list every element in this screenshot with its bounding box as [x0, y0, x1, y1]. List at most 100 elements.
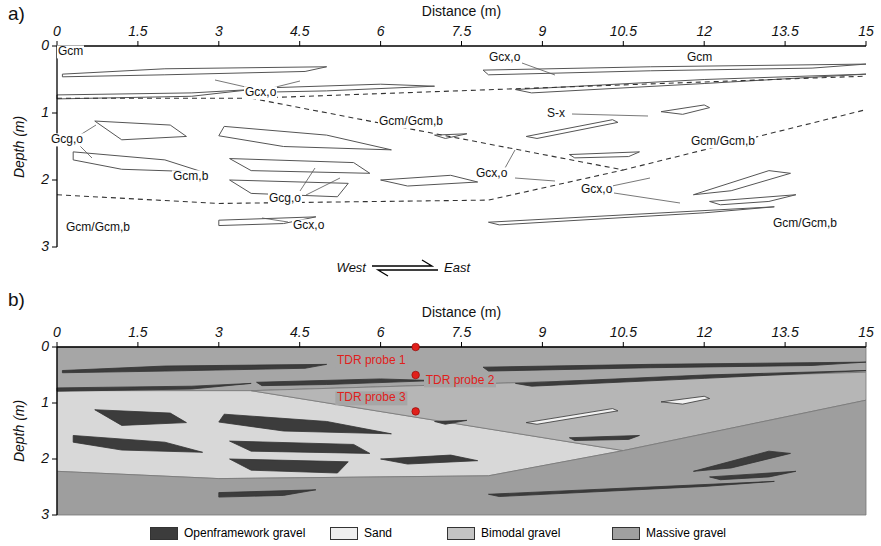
legend-text: Sand: [364, 526, 392, 540]
tick-label: 3: [41, 507, 49, 522]
axt-label: Depth (m): [12, 400, 27, 462]
leader-line: [522, 63, 555, 75]
tick-mark: [52, 113, 57, 114]
tick-label: 1: [41, 395, 49, 410]
tick-label: 15: [858, 24, 874, 39]
legend-item: Bimodal gravel: [447, 526, 560, 540]
lens-fill: [230, 441, 370, 453]
lens-fill: [515, 371, 866, 387]
lens-fill: [73, 435, 202, 452]
tick-mark: [299, 342, 300, 347]
tick-mark: [137, 41, 138, 46]
lens-fill: [95, 410, 187, 426]
tick-mark: [866, 342, 867, 347]
lens-outline: [710, 195, 796, 205]
direction-arrow: [378, 270, 438, 276]
lens-fill: [569, 435, 639, 440]
lens-outline: [661, 105, 710, 114]
tick-label: 12: [696, 24, 712, 39]
tick-label: 7.5: [452, 325, 471, 340]
leader-line: [262, 218, 288, 222]
lens-fill: [219, 490, 316, 497]
tick-label: 6: [377, 325, 385, 340]
reg-label: Gcg,o: [268, 192, 302, 205]
tick-label: 4.5: [290, 24, 309, 39]
legend-text: Openframework gravel: [184, 526, 305, 540]
leader-line: [572, 114, 648, 116]
lens-fill: [230, 459, 349, 473]
lens-outline: [57, 90, 251, 99]
tick-mark: [704, 41, 705, 46]
tick-label: 13.5: [771, 24, 798, 39]
lens-fill: [710, 471, 796, 479]
tick-label: 9: [538, 325, 546, 340]
reg-label: Gcx,o: [580, 183, 613, 196]
tick-mark: [785, 342, 786, 347]
legend-item: Openframework gravel: [150, 526, 305, 540]
axt-label: Distance (m): [422, 305, 501, 320]
tick-label: 12: [696, 325, 712, 340]
panel-b: [52, 342, 866, 515]
tick-label: 4.5: [290, 325, 309, 340]
axt-label: Depth (m): [12, 115, 27, 177]
lens-outline: [95, 121, 187, 140]
legend-text: Massive gravel: [646, 526, 726, 540]
lens-outline: [515, 74, 866, 93]
tick-label: 0: [41, 38, 49, 53]
panel-label: a): [8, 4, 25, 25]
tick-mark: [461, 41, 462, 46]
panel-a: [52, 41, 866, 276]
leader-line: [612, 178, 650, 186]
lens-outline: [569, 152, 639, 158]
legend-item: Sand: [330, 526, 392, 540]
unit-boundary: [57, 170, 623, 204]
tdr-label: TDR probe 1: [335, 354, 408, 367]
tick-label: 10.5: [610, 325, 637, 340]
tdr-probe-dot: [412, 371, 420, 379]
tick-label: 0: [41, 339, 49, 354]
tdr-label: TDR probe 3: [335, 392, 408, 405]
tick-mark: [866, 41, 867, 46]
lens-outline: [219, 126, 392, 149]
tick-mark: [785, 41, 786, 46]
reg-label: Gcm,b: [172, 170, 209, 183]
lens-fill: [483, 362, 866, 371]
tick-mark: [52, 403, 57, 404]
dir-label: West: [337, 261, 366, 275]
tdr-probe-dot: [412, 408, 420, 416]
legend-swatch: [150, 527, 178, 540]
tick-mark: [137, 342, 138, 347]
tick-mark: [52, 247, 57, 248]
lens-outline: [230, 159, 370, 174]
panel-label: b): [8, 290, 25, 311]
reg-label: Gcx,o: [292, 219, 325, 232]
lens-fill: [693, 451, 790, 471]
reg-label: Gcm: [686, 51, 713, 64]
legend-item: Massive gravel: [612, 526, 726, 540]
lens-fill: [57, 383, 251, 391]
leader-line: [306, 178, 340, 195]
tick-label: 15: [858, 325, 874, 340]
lens-outline: [526, 120, 618, 139]
tick-label: 7.5: [452, 24, 471, 39]
tick-mark: [218, 41, 219, 46]
lens-outline: [62, 67, 326, 77]
dir-label: East: [444, 261, 470, 275]
reg-label: Gcm/Gcm,b: [378, 115, 444, 128]
reg-label: Gcx,o: [488, 51, 521, 64]
tick-label: 1.5: [128, 325, 147, 340]
reg-label: Gcx,o: [475, 167, 508, 180]
reg-label: Gcx,o: [244, 86, 277, 99]
leader-line: [614, 193, 680, 203]
tick-mark: [461, 342, 462, 347]
tick-label: 3: [215, 24, 223, 39]
leader-line: [300, 168, 315, 191]
legend-swatch: [330, 527, 358, 540]
tick-label: 2: [41, 451, 49, 466]
lens-fill: [661, 396, 710, 404]
tick-mark: [52, 347, 57, 348]
leader-line: [80, 146, 92, 158]
tick-mark: [57, 342, 58, 347]
lens-outline: [73, 152, 202, 172]
